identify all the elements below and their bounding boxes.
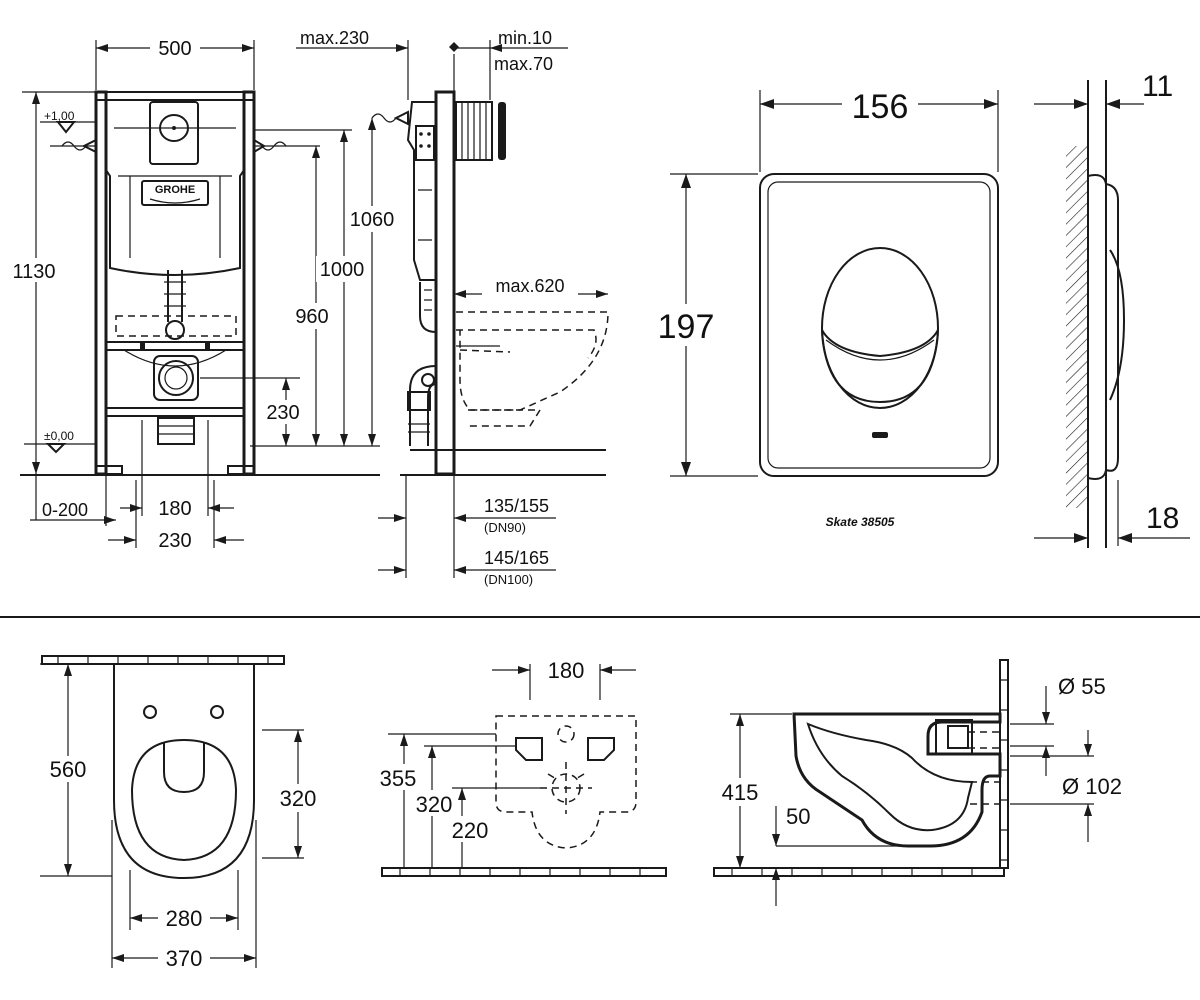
dim-spacing-180: 180 [158,498,191,520]
dim-dia-102: Ø 102 [1062,774,1122,799]
dim-dn100-label: (DN100) [484,572,533,587]
dim-pan-height-415: 415 [722,780,759,805]
dim-plate-depth-18: 18 [1146,502,1179,535]
plate-model-caption: Skate 38505 [826,515,895,529]
dim-toilet-length-560: 560 [50,757,87,782]
level-zero-label: ±0,00 [44,429,74,443]
dim-max-620: max.620 [495,276,564,296]
dim-dn100-range: 145/165 [484,548,549,568]
dim-pan-height-220: 220 [452,818,489,843]
dim-dn90-range: 135/155 [484,496,549,516]
frame-front-view: GROHE +1,00 ±0,00 [6,36,402,552]
toilet-side-view: 415 50 Ø 55 Ø 102 [713,659,1122,906]
dim-plate-height-197: 197 [658,308,715,346]
toilet-back-view: 180 355 320 220 [376,658,667,877]
dim-max-230: max.230 [300,28,369,48]
dim-height-1000: 1000 [320,259,365,281]
dim-height-1060: 1060 [350,209,395,231]
dim-offset-0-200: 0-200 [42,500,88,520]
dim-plate-depth-11: 11 [1142,70,1173,103]
dim-dia-55: Ø 55 [1058,674,1106,699]
level-plus-label: +1,00 [44,109,75,123]
dim-pan-height-320: 320 [416,792,453,817]
dim-plate-width-156: 156 [852,88,909,126]
dim-pan-spacing-180: 180 [548,658,585,683]
dim-toilet-length-320: 320 [280,786,317,811]
grohe-logo-text: GROHE [155,184,195,196]
dim-height-230: 230 [266,402,299,424]
dim-toilet-width-280: 280 [166,906,203,931]
toilet-top-view: 560 320 280 370 [40,655,326,971]
dim-spacing-230: 230 [158,530,191,552]
dim-height-960: 960 [295,306,328,328]
dim-pan-height-50: 50 [786,804,810,829]
dim-dn90-label: (DN90) [484,520,526,535]
flush-plate-side-view: 11 18 [1034,70,1190,548]
dim-pan-height-355: 355 [380,766,417,791]
dim-frame-height-1130: 1130 [12,261,55,283]
flush-plate-front-view: 156 197 Skate 38505 [652,84,999,529]
dim-max-70: max.70 [494,54,553,74]
frame-side-view: max.230 min.10 max.70 max.620 135/155 (D… [296,28,609,587]
dim-frame-width-500: 500 [158,38,191,60]
dim-min-10: min.10 [498,28,552,48]
dim-toilet-width-370: 370 [166,946,203,971]
